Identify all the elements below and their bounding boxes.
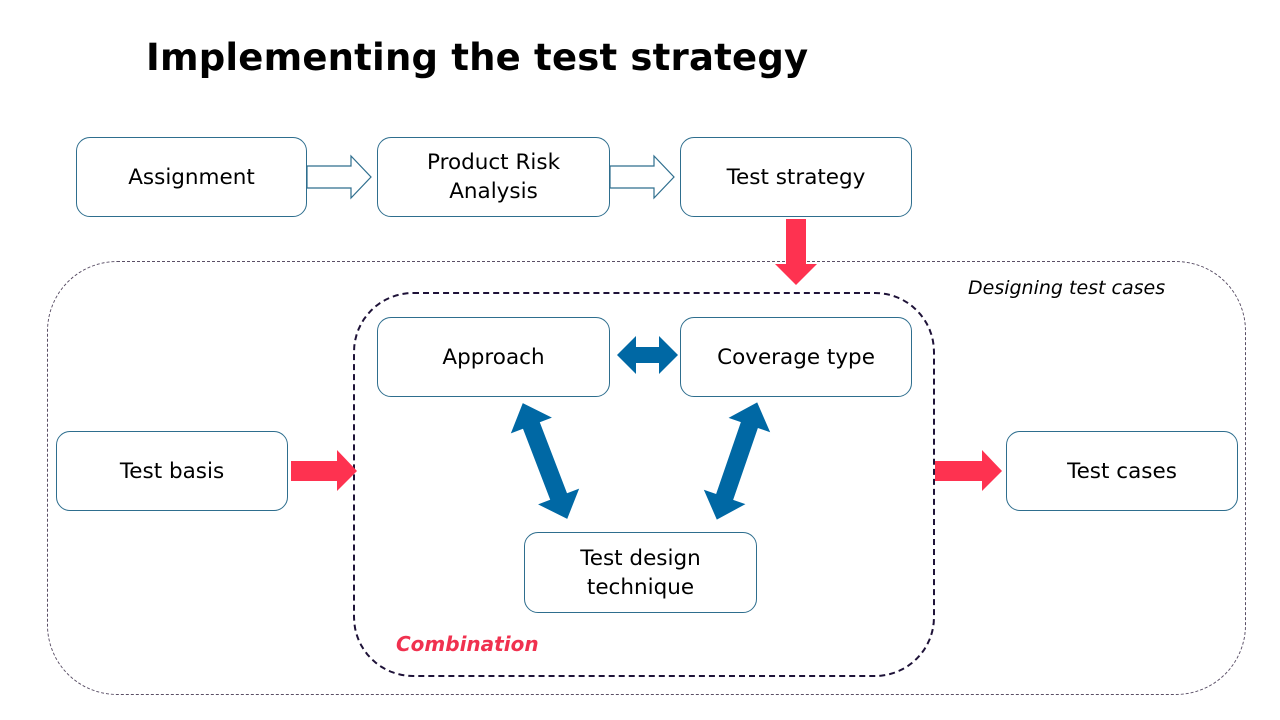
assignment-box[interactable]: Assignment <box>76 137 307 217</box>
test-cases-box[interactable]: Test cases <box>1006 431 1238 511</box>
coverage-type-label: Coverage type <box>717 344 875 370</box>
hollow-arrow-icon <box>306 154 372 200</box>
test-design-technique-label: Test design technique <box>580 544 701 602</box>
test-strategy-label: Test strategy <box>726 164 866 190</box>
coverage-type-box[interactable]: Coverage type <box>680 317 912 397</box>
product-risk-analysis-label: Product Risk Analysis <box>427 148 560 206</box>
product-risk-line1: Product Risk <box>426 150 561 175</box>
combination-label: Combination <box>396 632 539 656</box>
technique-line2: technique <box>586 574 695 600</box>
test-basis-label: Test basis <box>119 458 225 484</box>
slide-title: Implementing the test strategy <box>146 36 809 79</box>
designing-test-cases-label: Designing test cases <box>968 277 1166 299</box>
test-basis-box[interactable]: Test basis <box>56 431 288 511</box>
approach-box[interactable]: Approach <box>377 317 610 397</box>
designing-test-cases-container <box>47 261 1246 695</box>
test-design-technique-box[interactable]: Test design technique <box>524 532 757 613</box>
assignment-label: Assignment <box>128 164 255 190</box>
test-cases-label: Test cases <box>1067 458 1177 484</box>
product-risk-line2: Analysis <box>449 179 538 204</box>
technique-line1: Test design <box>580 545 701 571</box>
test-strategy-box[interactable]: Test strategy <box>680 137 912 217</box>
product-risk-analysis-box[interactable]: Product Risk Analysis <box>377 137 610 217</box>
approach-label: Approach <box>442 344 545 370</box>
hollow-arrow-icon <box>609 154 675 200</box>
